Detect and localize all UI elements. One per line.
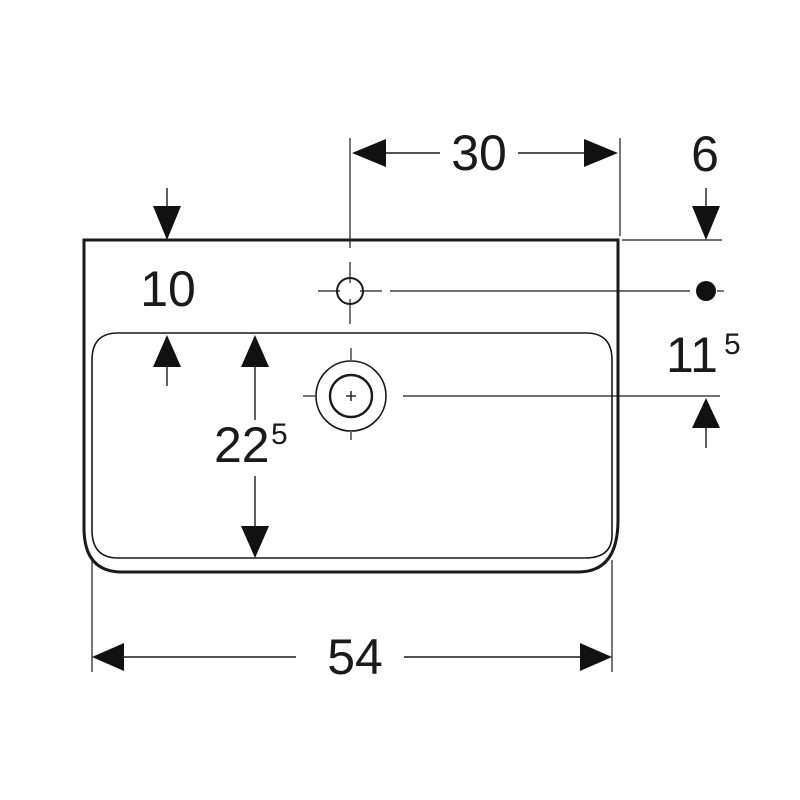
arrow-right-icon	[580, 643, 612, 671]
tap-hole-icon	[318, 262, 382, 324]
dimension-6-label: 6	[691, 126, 719, 182]
arrow-up-icon	[692, 398, 720, 428]
dimension-22-5: 22 5	[214, 335, 288, 558]
dimension-11-label: 11	[666, 327, 718, 383]
dimension-6: 6	[691, 126, 720, 240]
overflow-dot-icon	[696, 281, 716, 301]
dimension-54-label: 54	[327, 629, 383, 685]
arrow-down-icon	[153, 206, 181, 240]
arrow-down-icon	[241, 526, 269, 558]
arrow-left-icon	[352, 139, 386, 167]
waste-outlet-icon	[303, 348, 387, 440]
dimension-22-superscript: 5	[271, 418, 288, 451]
dimension-11-5: 11 5	[666, 327, 741, 448]
dimension-30: 30	[352, 125, 618, 181]
arrow-up-icon	[241, 335, 269, 367]
basin-bowl-outline	[91, 332, 613, 559]
dimension-10-label: 10	[140, 261, 196, 317]
dimension-11-superscript: 5	[724, 328, 741, 361]
dimension-22-label: 22	[214, 417, 270, 473]
arrow-down-icon	[692, 206, 720, 240]
dimension-54: 54	[92, 629, 612, 685]
arrow-up-icon	[153, 335, 181, 367]
arrow-right-icon	[584, 139, 618, 167]
basin-outer-outline	[82, 238, 620, 574]
arrow-left-icon	[92, 643, 124, 671]
dimension-10: 10	[140, 188, 196, 386]
dimension-30-label: 30	[451, 125, 507, 181]
